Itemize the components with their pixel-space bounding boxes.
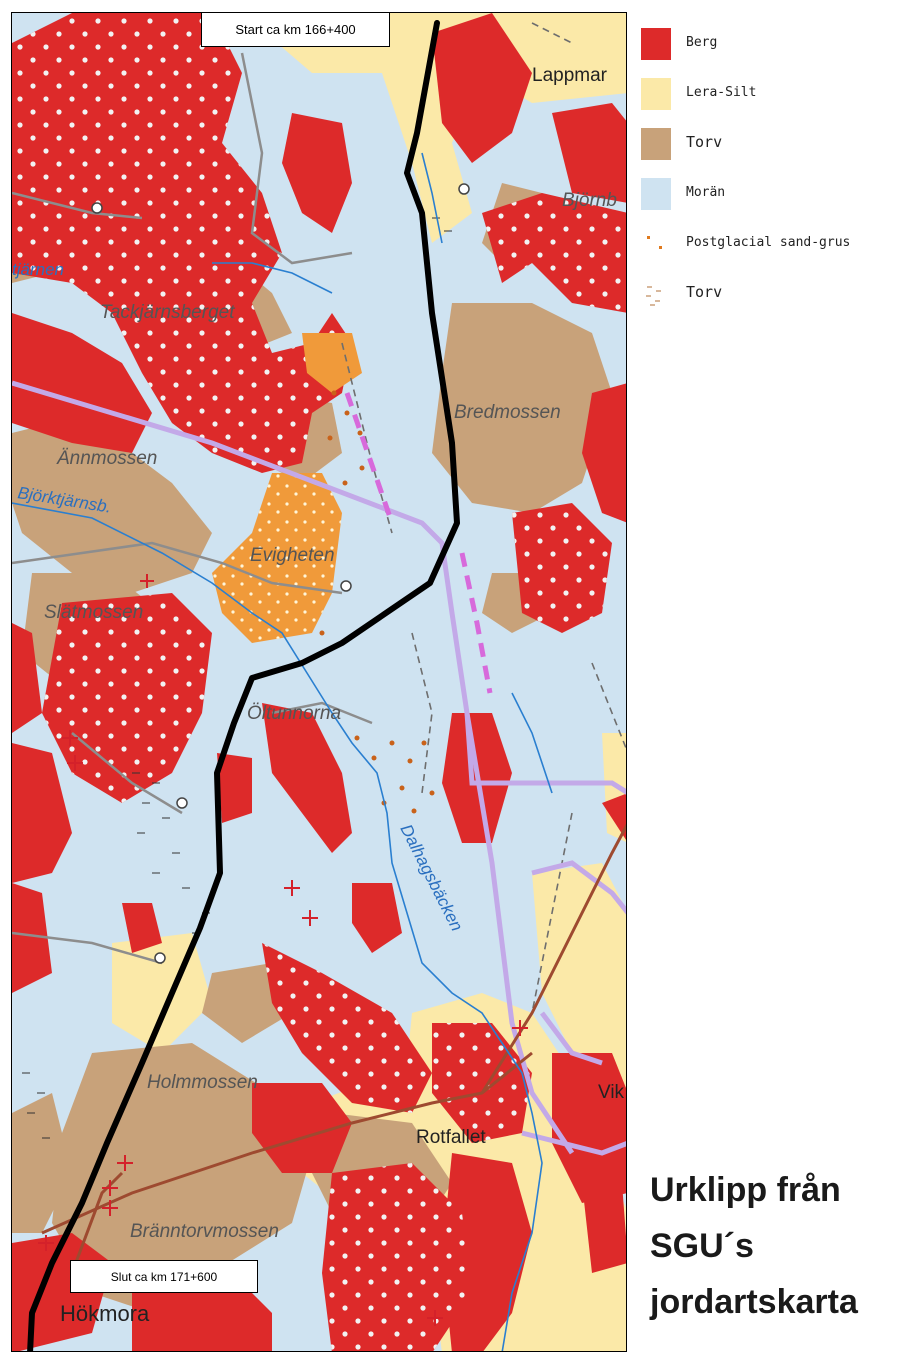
- route-line[interactable]: [27, 20, 460, 1352]
- sand-areas: [212, 333, 362, 643]
- bedrock-areas: [12, 13, 626, 1351]
- place-oltunnorna: Öltunnorna: [247, 703, 341, 724]
- minor-roads: [12, 52, 373, 965]
- red-crosses: [38, 574, 528, 1326]
- legend-swatch-lera-silt: [641, 78, 671, 110]
- place-annmossen: Ännmossen: [56, 448, 157, 469]
- legend-label-postglacial: Postglacial sand-grus: [686, 235, 851, 250]
- place-tackjarnsberget: Tackjärnsberget: [100, 302, 235, 323]
- main-roads: [41, 823, 626, 1274]
- legend-item-torv: Torv: [636, 120, 906, 170]
- place-holmmossen: Holmmossen: [147, 1072, 258, 1093]
- caption-line-3: jordartskarta: [650, 1283, 858, 1321]
- legend-swatch-moran: [641, 178, 671, 210]
- place-evigheten: Evigheten: [250, 545, 335, 566]
- place-vik: Vik: [598, 1082, 625, 1103]
- legend-item-moran: Morän: [636, 170, 906, 220]
- legend-label-moran: Morän: [686, 185, 726, 200]
- sand-points: [319, 390, 435, 814]
- place-lappmar: Lappmar: [532, 65, 608, 86]
- legend-item-postglacial: Postglacial sand-grus: [636, 220, 906, 270]
- place-tjarnen: tjärnen: [12, 260, 64, 279]
- map-frame[interactable]: Lappmar Björnb tjärnen Tackjärnsberget B…: [11, 12, 627, 1352]
- place-rotfallet: Rotfallet: [416, 1127, 486, 1148]
- legend-label-torv: Torv: [686, 133, 723, 151]
- caption-line-2: SGU´s: [650, 1227, 754, 1265]
- legend-swatch-berg: [641, 28, 671, 60]
- legend-item-berg: Berg: [636, 20, 906, 70]
- legend-label-lera-silt: Lera-Silt: [686, 85, 757, 100]
- planned-line: [344, 392, 493, 694]
- caption: Urklipp från SGU´s jordartskarta: [650, 1162, 905, 1330]
- map-legend: Berg Lera-Silt Torv Morän Postglacial sa…: [636, 20, 906, 320]
- place-slatmossen: Slätmossen: [44, 602, 143, 623]
- place-hokmora: Hökmora: [60, 1301, 150, 1326]
- caption-line-1: Urklipp från: [650, 1171, 841, 1209]
- legend-label-berg: Berg: [686, 35, 718, 50]
- road-junctions: [91, 183, 470, 964]
- legend-swatch-postglacial: [647, 236, 662, 249]
- soil-map[interactable]: Lappmar Björnb tjärnen Tackjärnsberget B…: [12, 13, 627, 1352]
- legend-label-torv-hatch: Torv: [686, 283, 723, 301]
- legend-item-torv-hatch: Torv: [636, 270, 906, 320]
- start-callout: Start ca km 166+400: [201, 12, 390, 47]
- streams: [12, 152, 553, 1351]
- place-branntorvmossen: Bränntorvmossen: [130, 1221, 279, 1242]
- legend-item-lera-silt: Lera-Silt: [636, 70, 906, 120]
- legend-swatch-torv: [641, 128, 671, 160]
- peat-hatching: [22, 217, 452, 1139]
- power-lines: [12, 380, 626, 1156]
- place-bjornb: Björnb: [562, 190, 617, 211]
- end-callout: Slut ca km 171+600: [70, 1260, 258, 1293]
- place-bredmossen: Bredmossen: [454, 402, 561, 423]
- legend-swatch-torv-hatch: [646, 286, 661, 306]
